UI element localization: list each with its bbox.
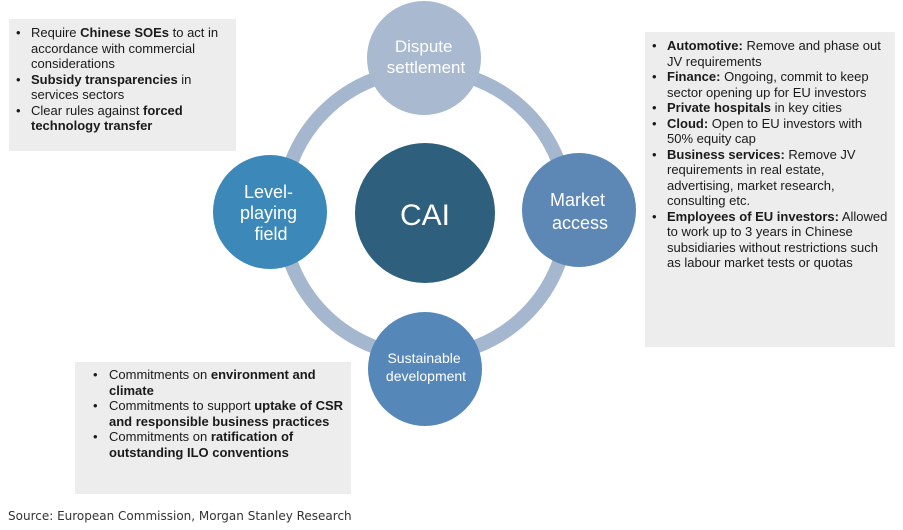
list-item: Subsidy transparencies in services secto… [9, 72, 228, 103]
center-node-cai [355, 143, 495, 283]
node-dispute-settlement [367, 1, 481, 115]
list-item: Finance: Ongoing, commit to keep sector … [645, 69, 889, 100]
market-access-label: Market access [550, 190, 610, 233]
list-item: Require Chinese SOEs to act in accordanc… [9, 25, 228, 72]
list-item: Clear rules against forced technology tr… [9, 103, 228, 134]
detail-list: Commitments on environment and climate C… [81, 367, 345, 460]
sustainable-development-detail-box: Commitments on environment and climate C… [75, 362, 351, 494]
center-label: CAI [400, 199, 450, 232]
list-item: Cloud: Open to EU investors with 50% equ… [645, 116, 889, 147]
level-playing-field-label: Level- playing field [240, 182, 302, 244]
node-level-playing-field [213, 155, 327, 269]
list-item: Private hospitals in key cities [645, 100, 889, 116]
list-item: Commitments on ratification of outstandi… [81, 429, 345, 460]
detail-list: Require Chinese SOEs to act in accordanc… [9, 25, 228, 134]
detail-list: Automotive: Remove and phase out JV requ… [645, 38, 889, 271]
list-item: Automotive: Remove and phase out JV requ… [645, 38, 889, 69]
list-item: Business services: Remove JV requirement… [645, 147, 889, 209]
market-access-detail-box: Automotive: Remove and phase out JV requ… [645, 32, 895, 347]
node-market-access [522, 153, 636, 267]
sustainable-development-label: Sustainable development [386, 350, 466, 384]
source-note: Source: European Commission, Morgan Stan… [8, 509, 352, 523]
list-item: Employees of EU investors: Allowed to wo… [645, 209, 889, 271]
list-item: Commitments on environment and climate [81, 367, 345, 398]
dispute-settlement-label: Dispute settlement [387, 37, 466, 77]
list-item: Commitments to support uptake of CSR and… [81, 398, 345, 429]
node-sustainable-development [368, 312, 482, 426]
dispute-settlement-detail-box: Require Chinese SOEs to act in accordanc… [9, 19, 236, 151]
